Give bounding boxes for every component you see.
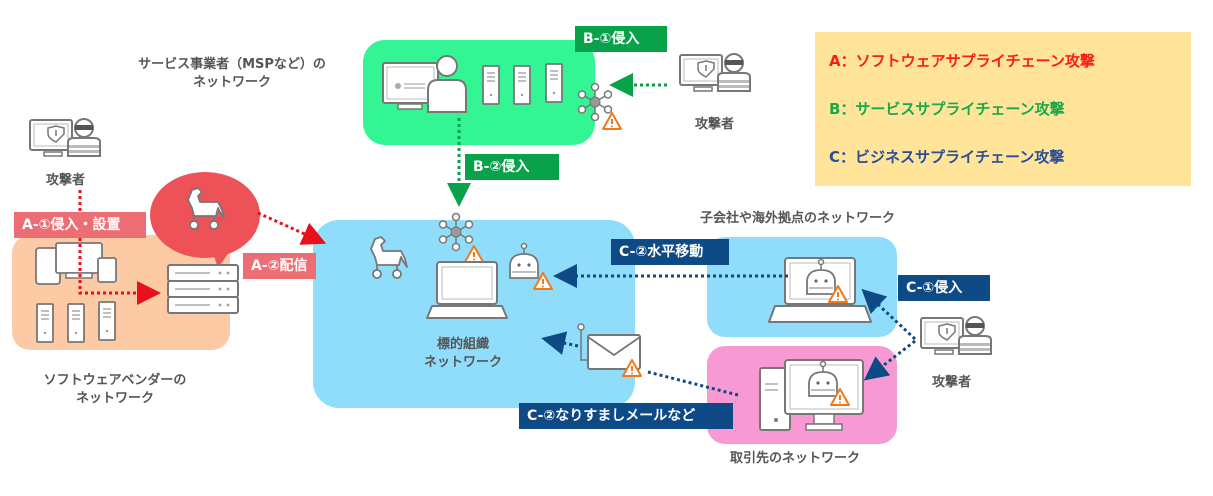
- vendor-devices-icon: [35, 242, 117, 285]
- target-caption-line2: ネットワーク: [423, 355, 502, 370]
- attacker-right-icon: [920, 316, 992, 355]
- arrow-c2-mail: [541, 331, 579, 355]
- msp-server-icon: [513, 65, 531, 105]
- attacker-left-label: 攻撃者: [46, 173, 86, 188]
- target-network-hub-icon: [438, 212, 474, 252]
- warning-icon: [464, 245, 484, 263]
- attacker-top-icon: [679, 53, 751, 92]
- arrow-c1-subsidiary: [861, 288, 917, 341]
- msp-caption-line2: ネットワーク: [192, 75, 271, 90]
- step-b2-tag: B-②侵入: [465, 154, 559, 180]
- arrow-a1: [78, 190, 161, 305]
- attacker-top-label: 攻撃者: [695, 117, 735, 132]
- step-a1-tag: A-①侵入・設置: [14, 212, 146, 238]
- phishing-mail-icon: [577, 323, 641, 370]
- vendor-caption-line1: ソフトウェアベンダーの: [43, 373, 187, 388]
- step-a2-tag: A-②配信: [243, 253, 316, 279]
- target-network-caption: 標的組織 ネットワーク: [408, 336, 518, 372]
- subsidiary-network-caption: 子会社や海外拠点のネットワーク: [700, 211, 896, 226]
- vendor-server-icon: [36, 303, 54, 343]
- step-c2-mail-tag: C-②なりすましメールなど: [519, 403, 733, 429]
- target-laptop-icon: [426, 261, 508, 319]
- arrow-a2: [257, 211, 327, 245]
- attacker-left-icon: [29, 118, 101, 157]
- step-c2-lateral-tag: C-②水平移動: [611, 239, 729, 265]
- msp-network-caption: サービス事業者（MSPなど）の ネットワーク: [112, 56, 352, 92]
- msp-operator-icon: [427, 55, 467, 113]
- vendor-network-caption: ソフトウェアベンダーの ネットワーク: [10, 372, 220, 408]
- arrow-c1-partner: [863, 339, 916, 381]
- msp-caption-line1: サービス事業者（MSPなど）の: [138, 57, 326, 72]
- attacker-right-label: 攻撃者: [932, 375, 972, 390]
- partner-network-caption: 取引先のネットワーク: [730, 451, 861, 466]
- step-b1-tag: B-①侵入: [575, 26, 667, 52]
- trojan-horse-icon: [187, 187, 225, 230]
- trojan-horse-icon: [370, 236, 408, 279]
- msp-server-icon: [545, 63, 563, 103]
- arrow-c2-mail-in: [647, 370, 739, 397]
- bot-malware-icon: [509, 242, 539, 279]
- msp-server-icon: [482, 65, 500, 105]
- vendor-server-icon: [67, 303, 85, 343]
- warning-icon: [602, 112, 622, 130]
- vendor-distribution-server-icon: [167, 264, 239, 314]
- vendor-caption-line2: ネットワーク: [75, 391, 154, 406]
- target-caption-line1: 標的組織: [436, 337, 489, 352]
- legend-service-supply-chain: B：サービスサプライチェーン攻撃: [829, 100, 1065, 118]
- legend-software-supply-chain: A：ソフトウェアサプライチェーン攻撃: [829, 52, 1095, 70]
- legend-box: A：ソフトウェアサプライチェーン攻撃 B：サービスサプライチェーン攻撃 C：ビジ…: [815, 32, 1191, 186]
- vendor-server-icon: [98, 301, 116, 341]
- msp-network-hub-icon: [577, 82, 613, 122]
- step-c1-tag: C-①侵入: [898, 275, 990, 301]
- legend-business-supply-chain: C：ビジネスサプライチェーン攻撃: [829, 148, 1065, 166]
